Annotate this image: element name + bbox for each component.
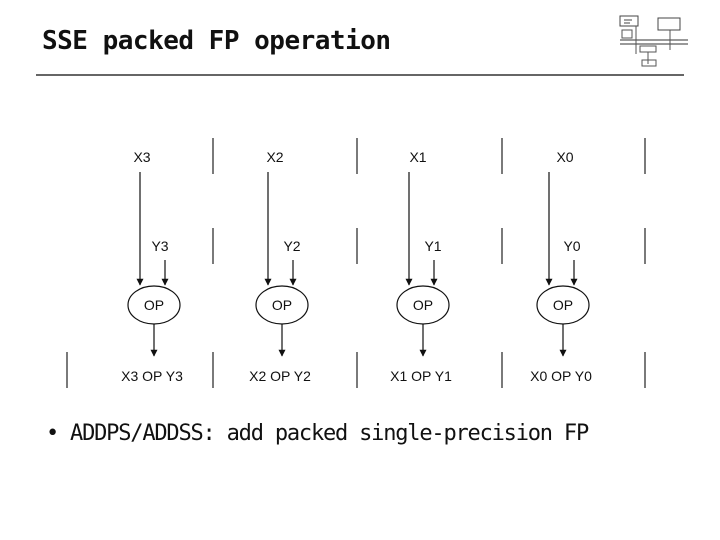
op-label: OP <box>272 297 292 313</box>
slide-title: SSE packed FP operation <box>42 26 391 56</box>
slide-thumbnail-icon <box>619 15 688 67</box>
y-element-label: Y1 <box>424 238 441 254</box>
y-element-label: Y2 <box>283 238 300 254</box>
y-element-label: Y0 <box>563 238 580 254</box>
result-label: X0 OP Y0 <box>530 368 592 384</box>
result-label: X3 OP Y3 <box>121 368 183 384</box>
x-element-label: X0 <box>556 149 573 165</box>
x-element-label: X1 <box>409 149 426 165</box>
op-label: OP <box>413 297 433 313</box>
bullet-text: ADDPS/ADDSS: add packed single-precision… <box>70 421 589 446</box>
register-field-separators <box>66 138 646 388</box>
title-divider <box>36 74 684 76</box>
bullet-item: • ADDPS/ADDSS: add packed single-precisio… <box>46 421 589 446</box>
bullet-dot-icon: • <box>46 421 59 446</box>
x-element-label: X2 <box>266 149 283 165</box>
x-element-label: X3 <box>133 149 150 165</box>
y-element-label: Y3 <box>151 238 168 254</box>
result-label: X2 OP Y2 <box>249 368 311 384</box>
op-label: OP <box>144 297 164 313</box>
op-label: OP <box>553 297 573 313</box>
result-label: X1 OP Y1 <box>390 368 452 384</box>
